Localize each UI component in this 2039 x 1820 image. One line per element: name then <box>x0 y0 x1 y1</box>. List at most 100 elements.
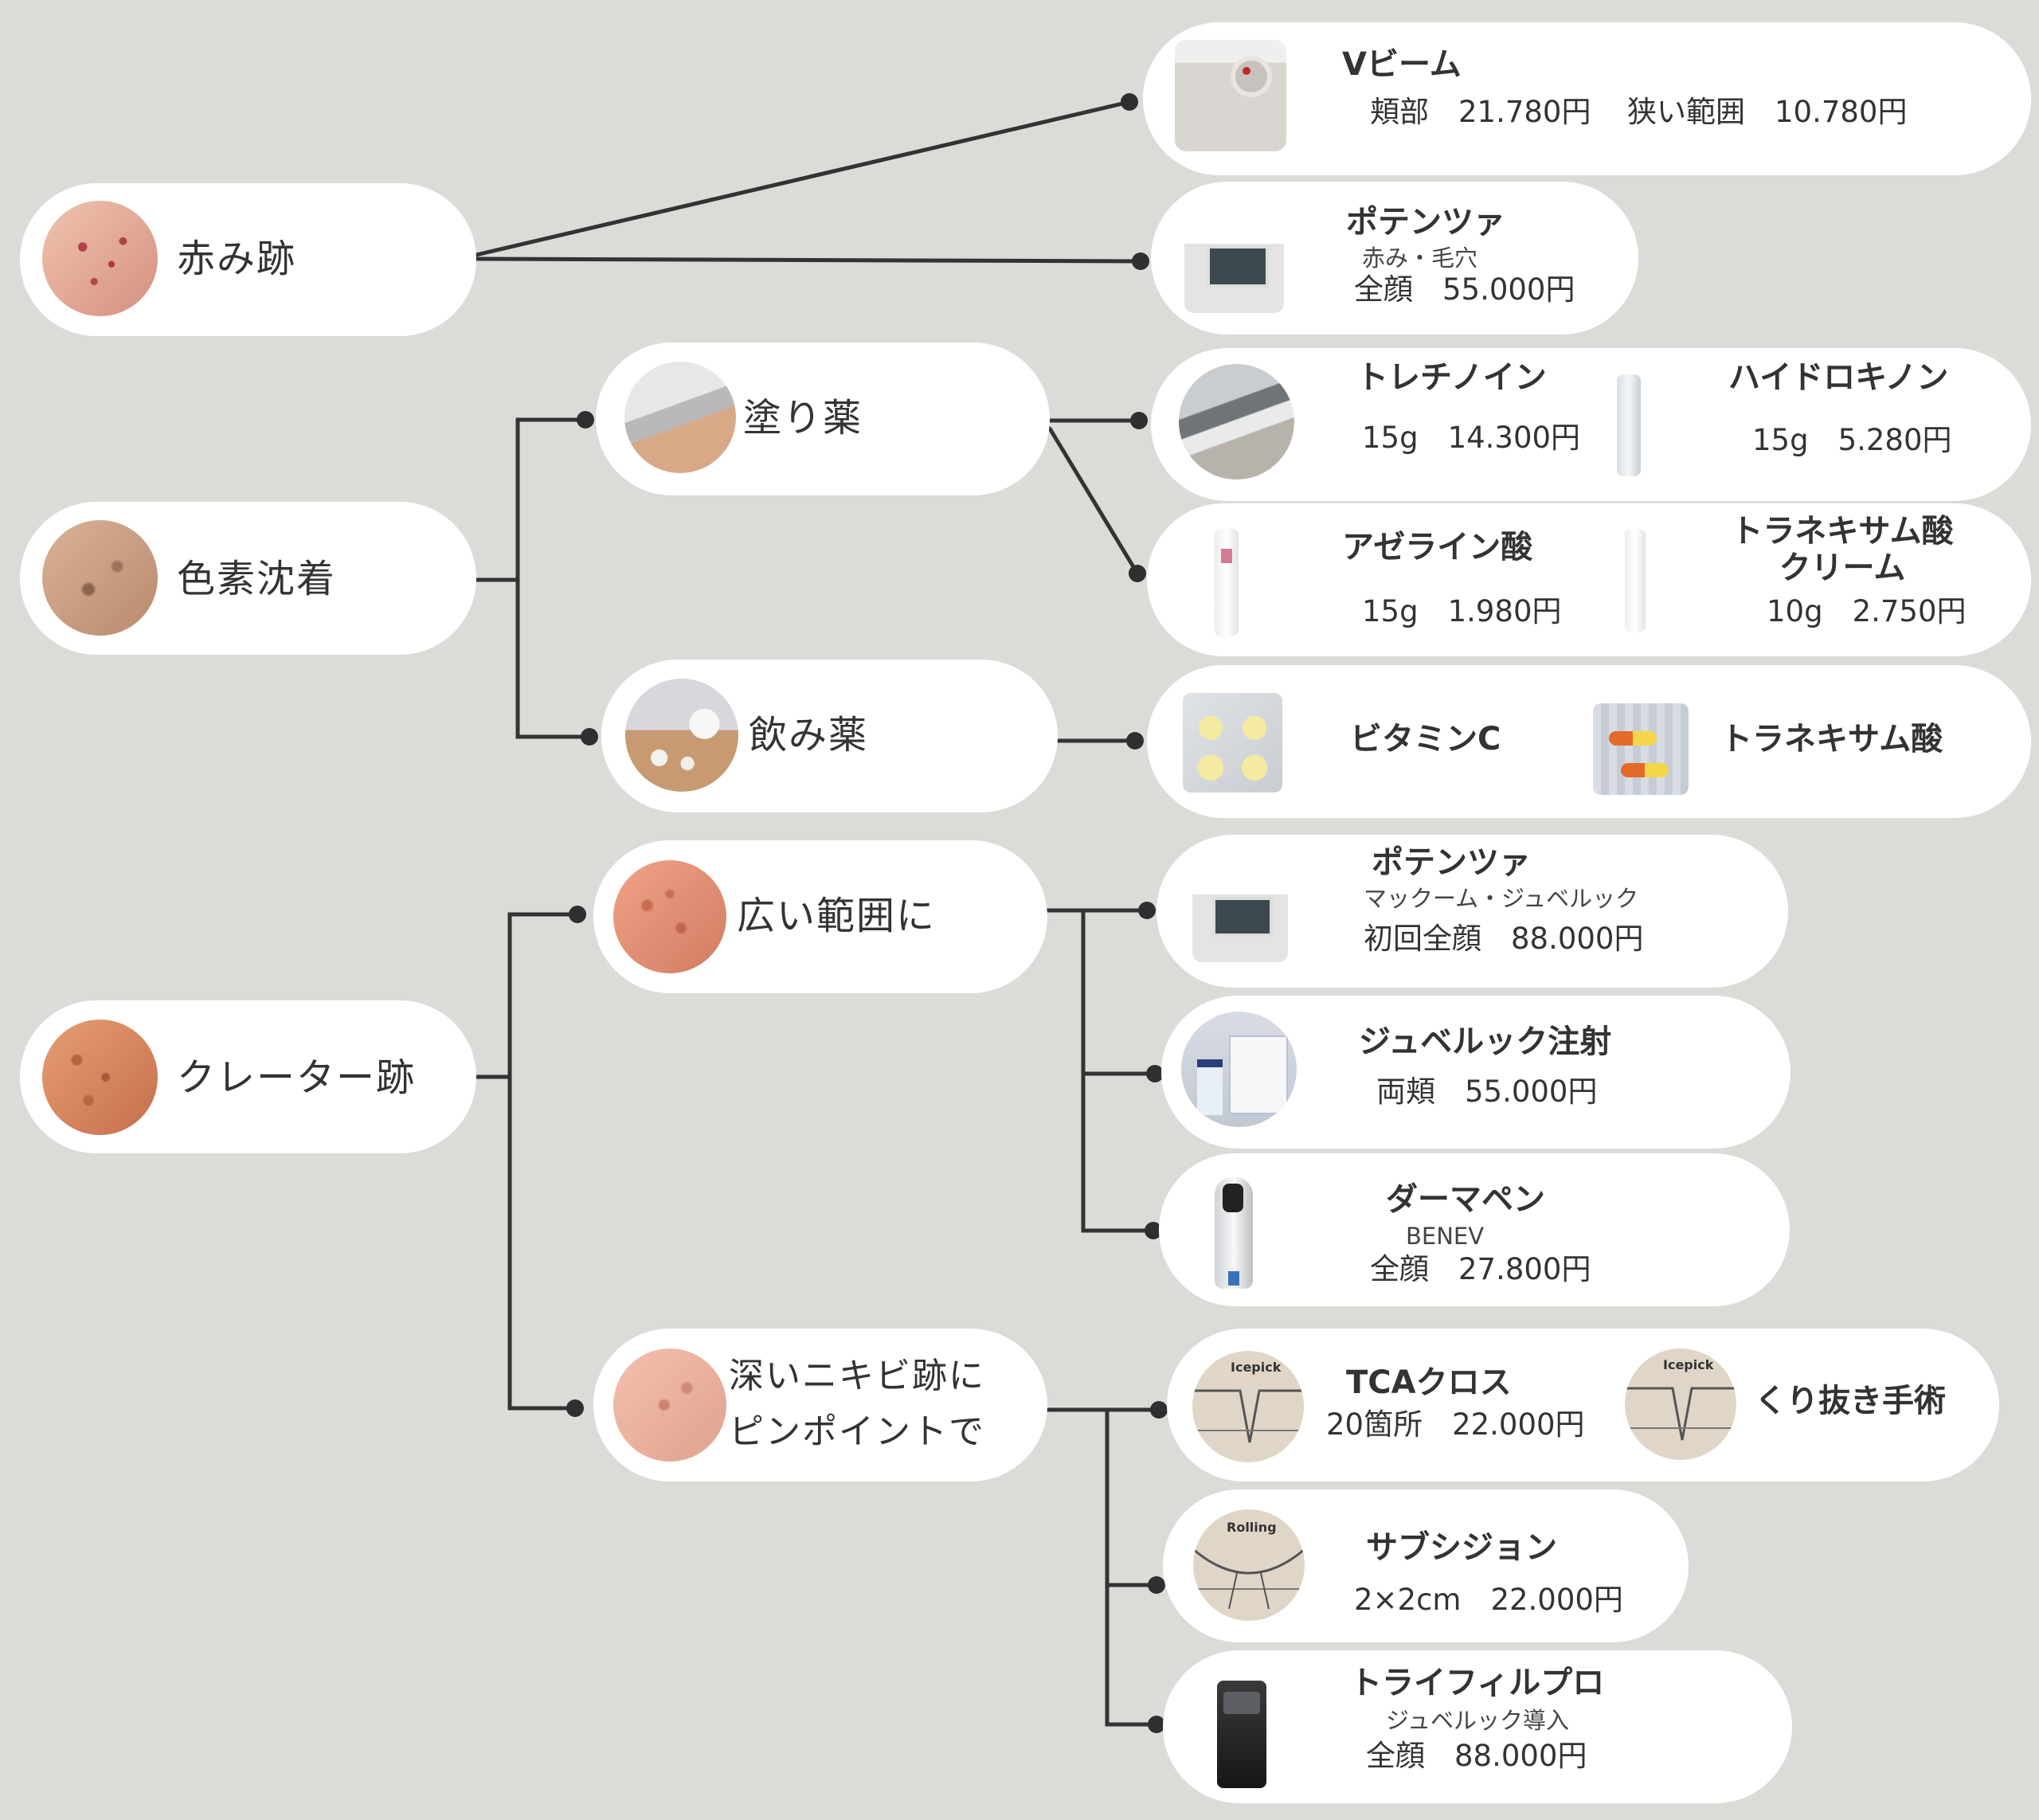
connector <box>515 577 592 739</box>
treatment-detail: マックーム・ジュベルック <box>1364 885 1639 912</box>
treatment-name: ポテンツァ <box>1346 204 1505 241</box>
treatment-name: アゼライン酸 <box>1342 529 1533 566</box>
treatment-topicals-row2: アゼライン酸 15g 1.980円 トラネキサム酸 クリーム 10g 2.750… <box>1147 503 2031 656</box>
crater-skin-photo <box>42 1020 158 1135</box>
connector-dot <box>1146 1065 1164 1082</box>
cream-application-photo <box>624 362 736 473</box>
pill-blister-photo <box>1183 693 1282 793</box>
treatment-price: 両頬 55.000円 <box>1376 1074 1598 1109</box>
juvelook-box-photo <box>1181 1012 1297 1127</box>
category-crater: クレーター跡 <box>20 1000 476 1153</box>
treatment-price: 全顔 27.800円 <box>1370 1252 1591 1286</box>
category-redness: 赤み跡 <box>20 183 476 336</box>
treatment-detail: 赤み・毛穴 <box>1362 245 1478 272</box>
connector-dot <box>1126 732 1144 750</box>
treatment-name: ポテンツァ <box>1372 844 1531 881</box>
treatment-name: くり抜き手術 <box>1755 1383 1946 1419</box>
rolling-scar-diagram: Rolling <box>1193 1509 1305 1621</box>
treatment-potenza-crater: ポテンツァ マックーム・ジュベルック 初回全顔 88.000円 <box>1156 835 1788 988</box>
connector <box>1081 908 1156 1233</box>
red-acne-skin-photo <box>42 201 158 316</box>
treatment-price: 15g 5.280円 <box>1752 423 1952 457</box>
subcategory-oral: 飲み薬 <box>601 660 1058 812</box>
treatment-name: トラネキサム酸 <box>1720 721 1943 757</box>
connector-dot <box>577 411 594 429</box>
treatment-price: 全顔 55.000円 <box>1354 272 1575 307</box>
connector <box>507 1074 577 1411</box>
connector-dot <box>1132 252 1149 270</box>
treatment-price: 15g 14.300円 <box>1362 421 1581 455</box>
connector-dot <box>1130 412 1148 429</box>
treatment-name: クリーム <box>1779 550 1906 586</box>
connector <box>474 100 1132 257</box>
connector-dot <box>1145 1222 1162 1239</box>
category-pigmentation: 色素沈着 <box>20 502 476 655</box>
category-label: クレーター跡 <box>177 1055 417 1100</box>
treatment-price: 初回全顔 88.000円 <box>1364 922 1644 956</box>
treatment-name: Vビーム <box>1342 46 1462 83</box>
wide-crater-skin-photo <box>613 860 726 973</box>
potenza-device-photo <box>1184 205 1284 313</box>
treatment-price: 10g 2.750円 <box>1767 594 1967 628</box>
treatment-name: サブシジョン <box>1366 1529 1557 1566</box>
diagram-label: Icepick <box>1231 1360 1282 1375</box>
subcategory-label: 広い範囲に <box>737 894 937 938</box>
treatment-dermapen: ダーマペン BENEV 全顔 27.800円 <box>1159 1153 1790 1306</box>
capsule-blister-photo <box>1593 703 1689 795</box>
connector <box>1105 1407 1159 1727</box>
treatment-price: 15g 1.980円 <box>1362 594 1562 628</box>
connector-dot <box>1129 565 1146 582</box>
dermapen-photo <box>1215 1177 1253 1289</box>
treatment-trifill: トライフィルプロ ジュベルック導入 全顔 88.000円 <box>1163 1650 1792 1803</box>
connector-dot <box>1121 93 1138 111</box>
connector <box>474 417 588 582</box>
subcategory-wide: 広い範囲に <box>593 840 1047 993</box>
treatment-price: 狭い範囲 10.780円 <box>1627 95 1908 129</box>
treatment-topicals-row1: トレチノイン 15g 14.300円 ハイドロキノン 15g 5.280円 <box>1151 348 2031 501</box>
treatment-name: ダーマペン <box>1386 1181 1545 1218</box>
tube-photo <box>1179 364 1294 479</box>
diagram-label: Rolling <box>1227 1520 1277 1535</box>
tube-photo <box>1625 529 1646 632</box>
treatment-name: ジュベルック注射 <box>1359 1024 1612 1060</box>
category-label: 赤み跡 <box>177 237 297 281</box>
connector-dot <box>1150 1401 1168 1419</box>
treatment-detail: ジュベルック導入 <box>1386 1707 1569 1734</box>
icepick-scar-diagram: Icepick <box>1192 1351 1304 1462</box>
treatment-vbeam: Vビーム 頬部 21.780円 狭い範囲 10.780円 <box>1143 22 2031 175</box>
subcategory-label-line2: ピンポイントで <box>729 1411 985 1452</box>
connector-dot <box>581 728 598 746</box>
treatment-price: 全顔 88.000円 <box>1366 1739 1587 1773</box>
subcategory-label: 塗り薬 <box>743 396 863 440</box>
treatment-name: トライフィルプロ <box>1350 1665 1605 1701</box>
connector-dot <box>1138 902 1156 919</box>
tube-photo <box>1617 374 1641 476</box>
connector <box>1047 426 1140 576</box>
treatment-name: トレチノイン <box>1356 359 1547 396</box>
treatment-icepick-row: Icepick TCAクロス 20箇所 22.000円 Icepick くり抜き… <box>1167 1329 1999 1481</box>
pills-photo <box>625 679 738 792</box>
treatment-price: 2×2cm 22.000円 <box>1354 1583 1623 1617</box>
tube-photo <box>1215 529 1239 636</box>
connector-dot <box>569 906 586 923</box>
treatment-juvelook: ジュベルック注射 両頬 55.000円 <box>1161 996 1790 1149</box>
subcategory-label: 飲み薬 <box>749 713 869 757</box>
icepick-scar-diagram: Icepick <box>1625 1348 1736 1460</box>
treatment-detail: BENEV <box>1406 1223 1485 1250</box>
connector-dot <box>1148 1716 1165 1733</box>
treatment-potenza-redness: ポテンツァ 赤み・毛穴 全顔 55.000円 <box>1151 182 1638 335</box>
deep-scar-skin-photo <box>613 1348 726 1462</box>
laser-machine-photo <box>1175 40 1286 151</box>
treatment-subcision: Rolling サブシジョン 2×2cm 22.000円 <box>1163 1489 1689 1642</box>
connector <box>474 912 580 1079</box>
connector-dot <box>566 1399 584 1417</box>
pigmented-skin-photo <box>42 520 158 636</box>
connector <box>474 256 1143 264</box>
treatment-name: ビタミンC <box>1350 721 1501 757</box>
connector-dot <box>1148 1576 1165 1594</box>
subcategory-label-line1: 深いニキビ跡に <box>729 1356 985 1396</box>
potenza-device-photo <box>1192 857 1288 962</box>
treatment-oral-row: ビタミンC トラネキサム酸 <box>1147 665 2031 818</box>
subcategory-topical: 塗り薬 <box>596 342 1050 495</box>
